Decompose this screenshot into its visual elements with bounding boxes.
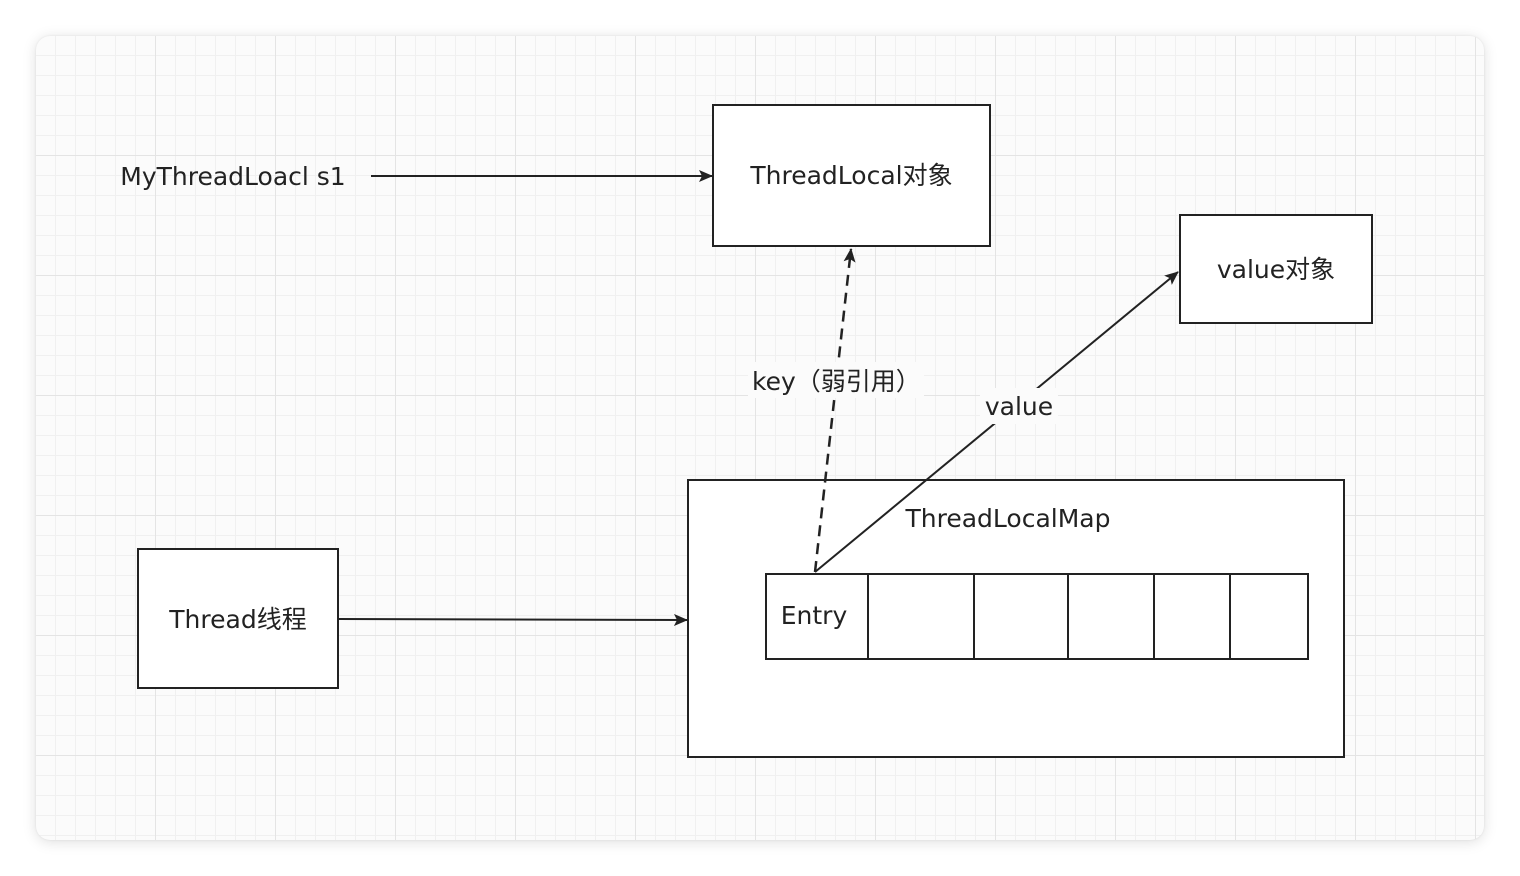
threadlocal-object-box[interactable]	[712, 104, 991, 247]
diagram-canvas: ThreadLocal对象 value对象 Thread线程 ThreadLoc…	[36, 36, 1484, 840]
key-edge-label: key（弱引用）	[752, 367, 921, 396]
key-edge-label-bg	[748, 362, 924, 398]
threadlocalmap-label: ThreadLocalMap	[905, 504, 1111, 533]
key-weak-reference-arrow[interactable]	[813, 248, 856, 573]
diagram-svg: ThreadLocal对象 value对象 Thread线程 ThreadLoc…	[120, 104, 1373, 758]
value-edge-label-bg	[980, 388, 1058, 424]
thread-label: Thread线程	[168, 605, 306, 634]
array-cell[interactable]	[867, 573, 975, 660]
entry-label: Entry	[781, 601, 848, 630]
thread-box[interactable]	[137, 548, 339, 689]
array-cell[interactable]	[1229, 573, 1309, 660]
value-object-label: value对象	[1217, 255, 1335, 284]
mythreadlocal-s1-label: MyThreadLoacl s1	[120, 162, 345, 191]
value-edge-label: value	[985, 392, 1053, 421]
array-cell[interactable]	[1067, 573, 1155, 660]
entry-cell[interactable]	[765, 573, 869, 660]
threadlocal-object-label: ThreadLocal对象	[749, 161, 952, 190]
array-cell[interactable]	[1153, 573, 1231, 660]
entry-array: Entry	[765, 573, 1309, 660]
thread-to-map-arrow[interactable]	[338, 613, 688, 626]
array-cell[interactable]	[973, 573, 1069, 660]
value-object-box[interactable]	[1179, 214, 1373, 324]
